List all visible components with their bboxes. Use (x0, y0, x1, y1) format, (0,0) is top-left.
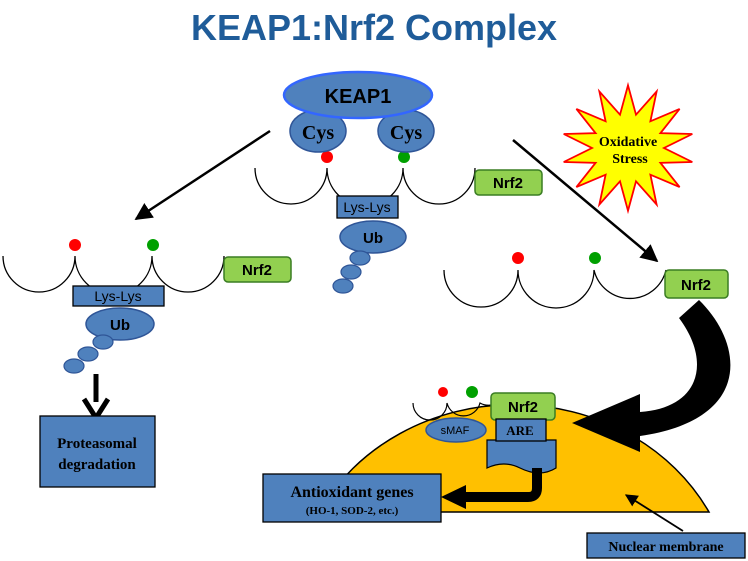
gene-expression-arrowhead (441, 485, 466, 509)
nuclear-translocation-arrow (572, 300, 731, 452)
arrow-to-release (512, 139, 659, 263)
lys-lys-box-left (72, 285, 165, 307)
keap1-kelch-arcs (443, 269, 667, 309)
antioxidant-line1: Antioxidant genes (290, 484, 413, 501)
nrf2-label-right: Nrf2 (681, 277, 711, 294)
proteasomal-box (39, 415, 156, 488)
lys-lys-label-left: Lys-Lys (94, 288, 141, 304)
lys-lys-box-center (336, 195, 399, 219)
red-cysteine-dot (321, 151, 333, 163)
ubiquitin-bead (349, 250, 371, 266)
oxidative-stress-line1: Oxidative (599, 135, 657, 150)
nrf2-box-left (223, 256, 292, 283)
starburst-icon (563, 81, 693, 215)
keap1-oval (282, 70, 434, 120)
nuclear-membrane-box (586, 532, 746, 559)
smaf-label: sMAF (441, 425, 470, 437)
gene-expression-arrow (460, 468, 542, 502)
antioxidant-genes-box (262, 473, 442, 523)
nrf2-box-right (664, 269, 729, 299)
ub-oval-left (85, 307, 155, 341)
proteasomal-line1: Proteasomal (57, 436, 137, 452)
oxidative-stress-line2: Stress (612, 152, 648, 167)
oxidative-stress-burst: Oxidative Stress (563, 81, 693, 215)
smaf-oval (425, 417, 487, 443)
dna-segment (486, 439, 557, 474)
antioxidant-line2: (HO-1, SOD-2, etc.) (306, 505, 399, 517)
nrf2-label-left: Nrf2 (242, 262, 272, 279)
red-cysteine-dot (69, 239, 81, 251)
red-cysteine-dot (438, 387, 448, 397)
ub-label-center: Ub (363, 230, 383, 247)
nrf2-label-center: Nrf2 (493, 175, 523, 192)
are-label: ARE (506, 423, 533, 438)
green-cysteine-dot (398, 151, 410, 163)
nrf2-box-center (474, 169, 543, 196)
lys-lys-label-center: Lys-Lys (343, 199, 390, 215)
arrow-to-degradation (134, 129, 271, 221)
ub-oval-center (339, 220, 407, 254)
are-box (495, 418, 547, 442)
ubiquitin-bead (92, 334, 114, 350)
nuclear-complex: Nrf2 sMAF ARE (412, 386, 557, 474)
red-cysteine-dot (512, 252, 524, 264)
membrane-pointer-arrow (624, 494, 684, 532)
proteasomal-line2: degradation (58, 457, 136, 473)
ubiquitin-bead (332, 278, 354, 294)
nuclear-membrane-label: Nuclear membrane (608, 540, 723, 555)
ubiquitin-bead (63, 358, 85, 374)
center-keap1-complex: Cys Cys KEAP1 Nrf2 Lys-Lys Ub (254, 70, 543, 294)
ubiquitin-bead (77, 346, 99, 362)
cys-right-label: Cys (390, 122, 422, 144)
keap1-label: KEAP1 (325, 86, 392, 108)
green-cysteine-dot (589, 252, 601, 264)
nrf2-label-nucleus: Nrf2 (508, 399, 538, 416)
keap1-fragment-arcs (412, 402, 498, 421)
ub-label-left: Ub (110, 317, 130, 334)
right-keap1-complex: Nrf2 (443, 252, 729, 309)
cys-left-label: Cys (302, 122, 334, 144)
ubiquitin-bead (340, 264, 362, 280)
left-keap1-complex: Nrf2 Lys-Lys Ub Proteasomal degradation (2, 239, 292, 488)
green-cysteine-dot (466, 386, 478, 398)
page-title: KEAP1:Nrf2 Complex (191, 7, 557, 48)
green-cysteine-dot (147, 239, 159, 251)
